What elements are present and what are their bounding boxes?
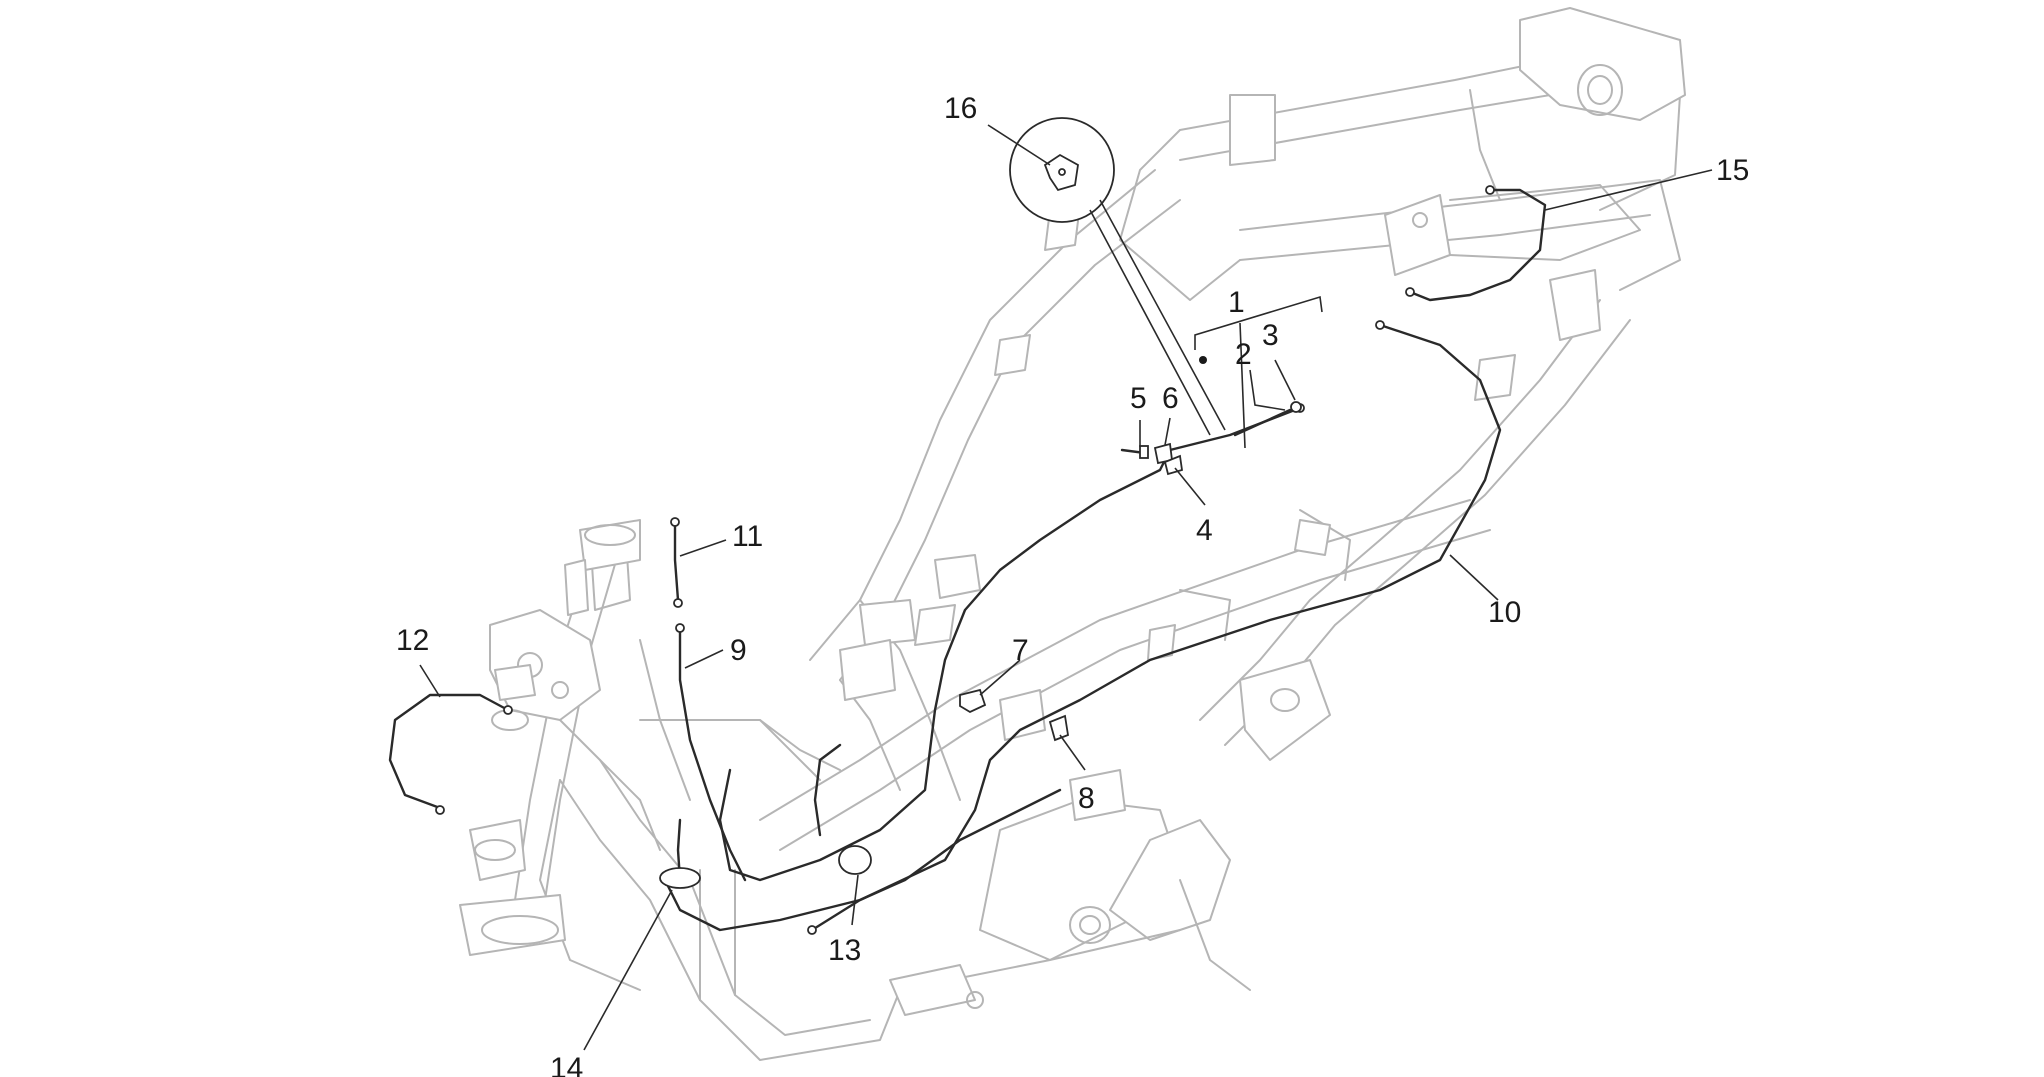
cable-1 bbox=[718, 406, 1302, 882]
callout-13: 13 bbox=[828, 934, 861, 967]
callout-15: 15 bbox=[1716, 154, 1749, 187]
cable-small-center bbox=[813, 743, 842, 837]
cables bbox=[388, 185, 1547, 935]
callout-9: 9 bbox=[730, 634, 747, 667]
callout-labels: 1 2 3 4 5 6 7 8 9 10 11 12 13 14 15 16 bbox=[396, 92, 1749, 1077]
cable-11 bbox=[673, 523, 680, 602]
part-7-clip bbox=[959, 688, 987, 714]
callout-1: 1 bbox=[1228, 286, 1245, 319]
cable-15 bbox=[1408, 188, 1547, 302]
callout-16: 16 bbox=[944, 92, 977, 125]
part-14-grommet bbox=[659, 867, 701, 889]
callout-8: 8 bbox=[1078, 782, 1095, 815]
callout-14: 14 bbox=[550, 1052, 583, 1077]
leader-lines bbox=[419, 124, 1713, 1051]
part-8-clamp bbox=[1048, 714, 1070, 742]
callout-5: 5 bbox=[1130, 382, 1147, 415]
cable-9 bbox=[678, 628, 747, 882]
chassis-frame bbox=[459, 7, 1686, 1061]
callout-11: 11 bbox=[732, 520, 763, 553]
callout-3: 3 bbox=[1262, 319, 1279, 352]
callout-2: 2 bbox=[1235, 338, 1252, 371]
cable-13 bbox=[810, 788, 1062, 932]
part-13-strap bbox=[838, 845, 872, 875]
part-4-clamp bbox=[1163, 454, 1184, 476]
small-parts bbox=[659, 117, 1302, 889]
cable-12 bbox=[388, 693, 510, 810]
callout-12: 12 bbox=[396, 624, 429, 657]
callout-4: 4 bbox=[1196, 514, 1213, 547]
callout-10: 10 bbox=[1488, 596, 1521, 629]
cable-10 bbox=[663, 323, 1502, 932]
part-3-nut bbox=[1290, 401, 1302, 413]
callout-7: 7 bbox=[1012, 634, 1029, 667]
callout-6: 6 bbox=[1162, 382, 1179, 415]
